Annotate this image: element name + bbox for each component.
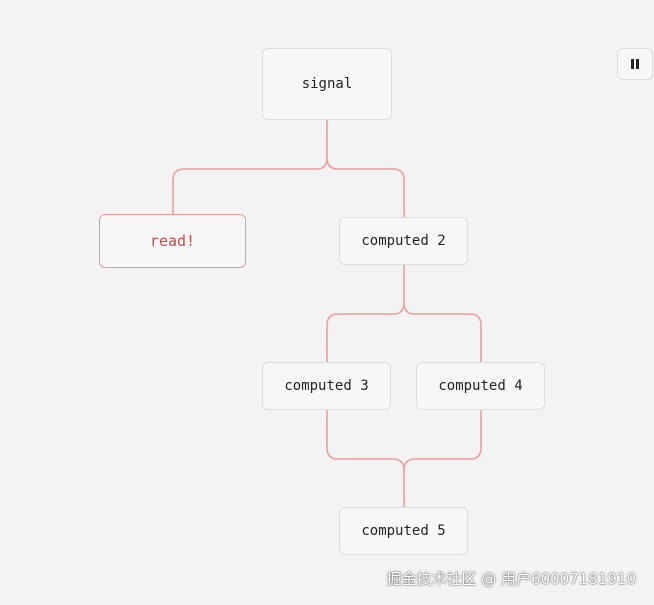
node-signal-label: signal xyxy=(301,76,353,92)
edge-computed-2-to-computed-3 xyxy=(326,265,405,362)
edge-signal-to-read xyxy=(172,120,328,214)
node-computed-5-label: computed 5 xyxy=(361,523,446,539)
node-computed-3: computed 3 xyxy=(262,362,391,410)
node-computed-5: computed 5 xyxy=(339,507,468,555)
pause-button[interactable] xyxy=(617,48,653,80)
node-read: read! xyxy=(99,214,246,268)
node-computed-4: computed 4 xyxy=(416,362,545,410)
node-computed-2-label: computed 2 xyxy=(361,233,446,249)
node-computed-4-label: computed 4 xyxy=(438,378,523,394)
edge-signal-to-computed-2 xyxy=(326,157,405,217)
watermark: 掘金技术社区 @ 用户60007181910 xyxy=(386,570,636,588)
edge-computed-2-to-computed-4 xyxy=(403,302,482,362)
pause-icon xyxy=(630,59,640,69)
node-computed-3-label: computed 3 xyxy=(284,378,369,394)
node-computed-2: computed 2 xyxy=(339,217,468,265)
node-signal: signal xyxy=(262,48,392,120)
edge-computed-3-to-computed-5 xyxy=(326,410,405,507)
node-read-label: read! xyxy=(149,232,196,250)
edge-computed-4-to-computed-5 xyxy=(403,410,482,471)
